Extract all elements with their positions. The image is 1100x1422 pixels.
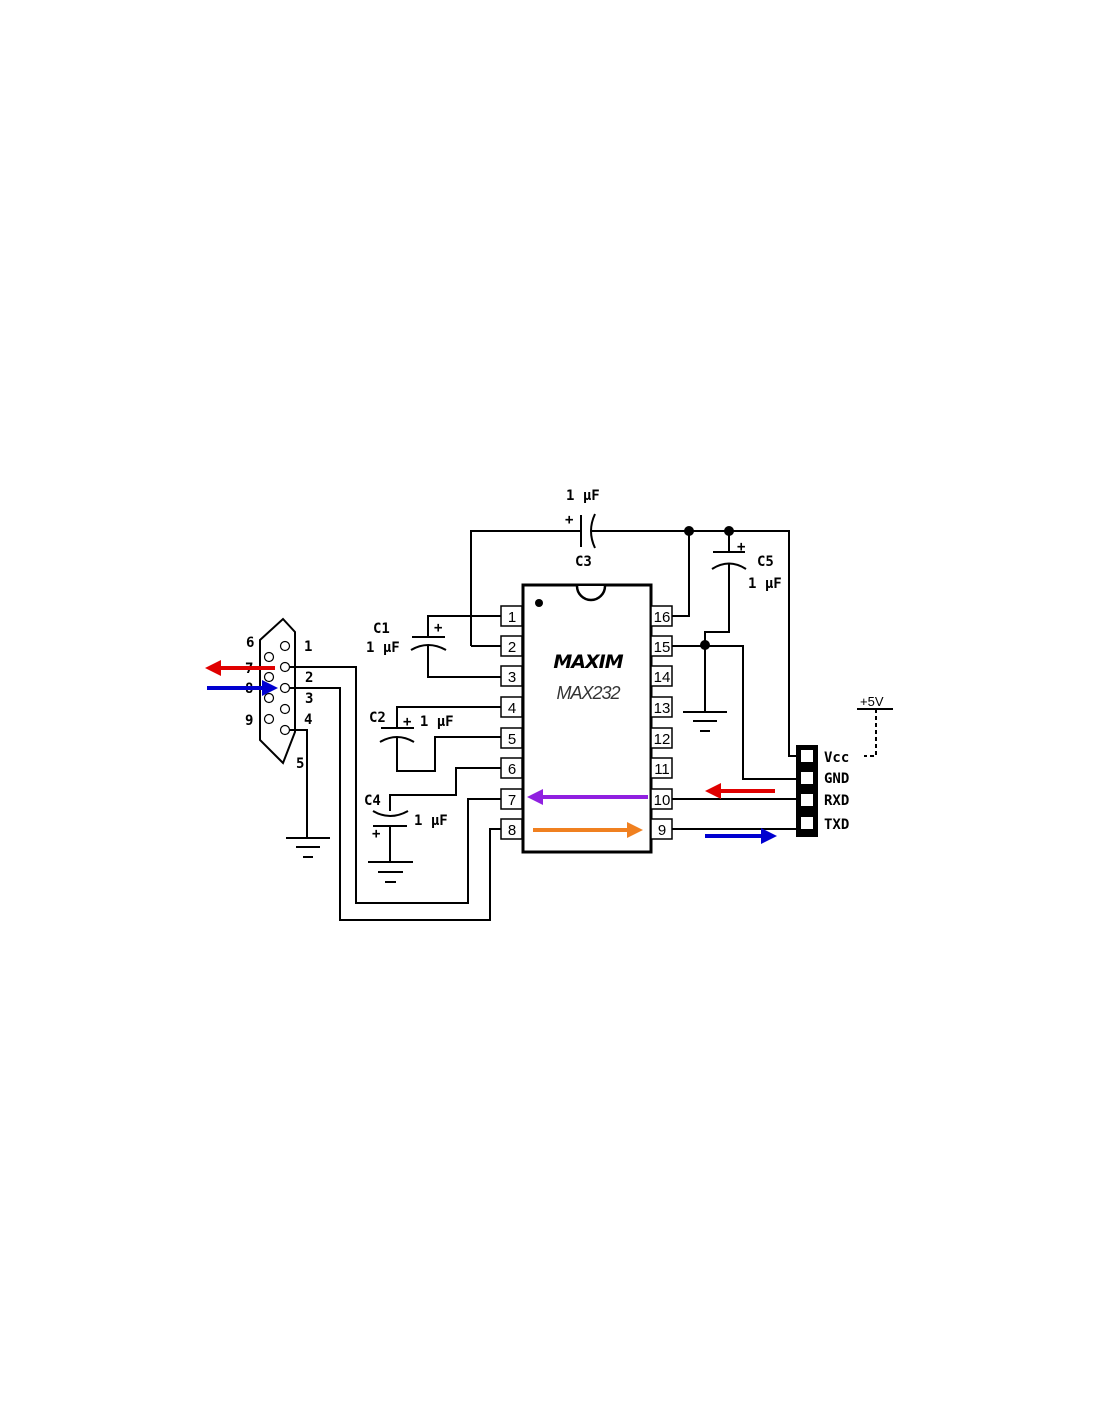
serial-header: Vcc GND RXD TXD <box>796 745 849 837</box>
db9-connector: 6 1 7 2 8 3 9 4 5 <box>245 617 313 772</box>
c2-name: C2 <box>369 710 386 726</box>
pin-number: 16 <box>654 609 671 626</box>
pin-number: 1 <box>508 609 516 626</box>
capacitor-c4: C4 1 µF + <box>364 793 448 842</box>
pin-number: 10 <box>654 792 671 809</box>
db9-pin-hole <box>279 703 291 715</box>
junction-dots <box>684 526 734 650</box>
pin-number: 9 <box>658 822 666 839</box>
chip-pin-right: 12 <box>650 727 673 749</box>
db9-label-5: 5 <box>296 756 304 772</box>
pin-number: 2 <box>508 639 516 656</box>
db9-pin-hole <box>279 682 291 694</box>
db9-label-4: 4 <box>304 712 312 728</box>
c1-value: 1 µF <box>366 640 400 656</box>
chip-pin-right: 9 <box>650 818 673 840</box>
chip-pin-left: 4 <box>500 696 523 718</box>
db9-pin-hole <box>279 724 291 736</box>
capacitor-c2: C2 + 1 µF <box>369 710 454 743</box>
c4-value: 1 µF <box>414 813 448 829</box>
wires <box>290 530 797 921</box>
db9-label-1: 1 <box>304 639 312 655</box>
db9-label-2: 2 <box>305 670 313 686</box>
header-label-gnd: GND <box>824 771 849 787</box>
chip-pin-left: 5 <box>500 727 523 749</box>
max232-chip: MAXIM MAX232 <box>521 583 653 854</box>
chip-brand-logo: MAXIM <box>553 651 623 673</box>
c4-name: C4 <box>364 793 381 809</box>
chip-pin-left: 8 <box>500 818 523 840</box>
pin-number: 5 <box>508 731 516 748</box>
c1-polarity: + <box>434 620 442 636</box>
pin-number: 11 <box>654 761 670 778</box>
db9-label-6: 6 <box>246 635 254 651</box>
capacitor-c1: + C1 1 µF <box>366 620 447 656</box>
c4-polarity: + <box>372 826 380 842</box>
pin-number: 8 <box>508 822 516 839</box>
db9-pin-hole <box>263 692 275 704</box>
chip-part-number: MAX232 <box>556 683 620 703</box>
pin1-dot <box>535 599 543 607</box>
db9-pin-hole <box>263 713 275 725</box>
chip-pin-right: 16 <box>650 605 673 627</box>
chip-pin-right: 13 <box>650 696 673 718</box>
supply-label: +5V <box>860 694 884 709</box>
supply-5v: +5V <box>857 694 893 757</box>
chip-pin-left: 6 <box>500 757 523 779</box>
chip-pin-right: 10 <box>650 788 673 810</box>
chip-pin-left: 2 <box>500 635 523 657</box>
capacitor-c3: + 1 µF C3 <box>565 488 600 570</box>
ground-symbol <box>286 711 727 883</box>
c5-name: C5 <box>757 554 774 570</box>
db9-pin-hole <box>263 671 275 683</box>
chip-pin-right: 15 <box>650 635 673 657</box>
chip-pins: 1 16 2 15 3 14 4 13 5 12 6 11 7 10 8 9 <box>500 605 673 840</box>
c1-name: C1 <box>373 621 390 637</box>
pin-number: 3 <box>508 669 516 686</box>
capacitor-c5: + C5 1 µF <box>711 539 782 592</box>
pin-number: 7 <box>508 792 516 809</box>
db9-pin-hole <box>279 661 291 673</box>
pin-number: 13 <box>654 700 671 717</box>
c5-polarity: + <box>737 539 745 555</box>
header-label-txd: TXD <box>824 817 849 833</box>
signal-arrows <box>205 660 777 844</box>
c3-polarity: + <box>565 512 573 528</box>
chip-pin-left: 3 <box>500 665 523 687</box>
chip-pin-left: 7 <box>500 788 523 810</box>
pin-number: 15 <box>654 639 671 656</box>
db9-pin-hole <box>279 640 291 652</box>
pin-number: 4 <box>508 700 516 717</box>
pin-number: 14 <box>654 669 671 686</box>
chip-pin-left: 1 <box>500 605 523 627</box>
c2-value: + 1 µF <box>403 714 454 730</box>
db9-label-9: 9 <box>245 713 253 729</box>
chip-pin-right: 11 <box>650 757 673 779</box>
c3-value: 1 µF <box>566 488 600 504</box>
pin-number: 6 <box>508 761 516 778</box>
db9-pin-hole <box>263 651 275 663</box>
header-label-vcc: Vcc <box>824 750 849 766</box>
db9-label-3: 3 <box>305 691 313 707</box>
c5-value: 1 µF <box>748 576 782 592</box>
chip-pin-right: 14 <box>650 665 673 687</box>
pin-number: 12 <box>654 731 671 748</box>
header-label-rxd: RXD <box>824 793 849 809</box>
c3-name: C3 <box>575 554 592 570</box>
